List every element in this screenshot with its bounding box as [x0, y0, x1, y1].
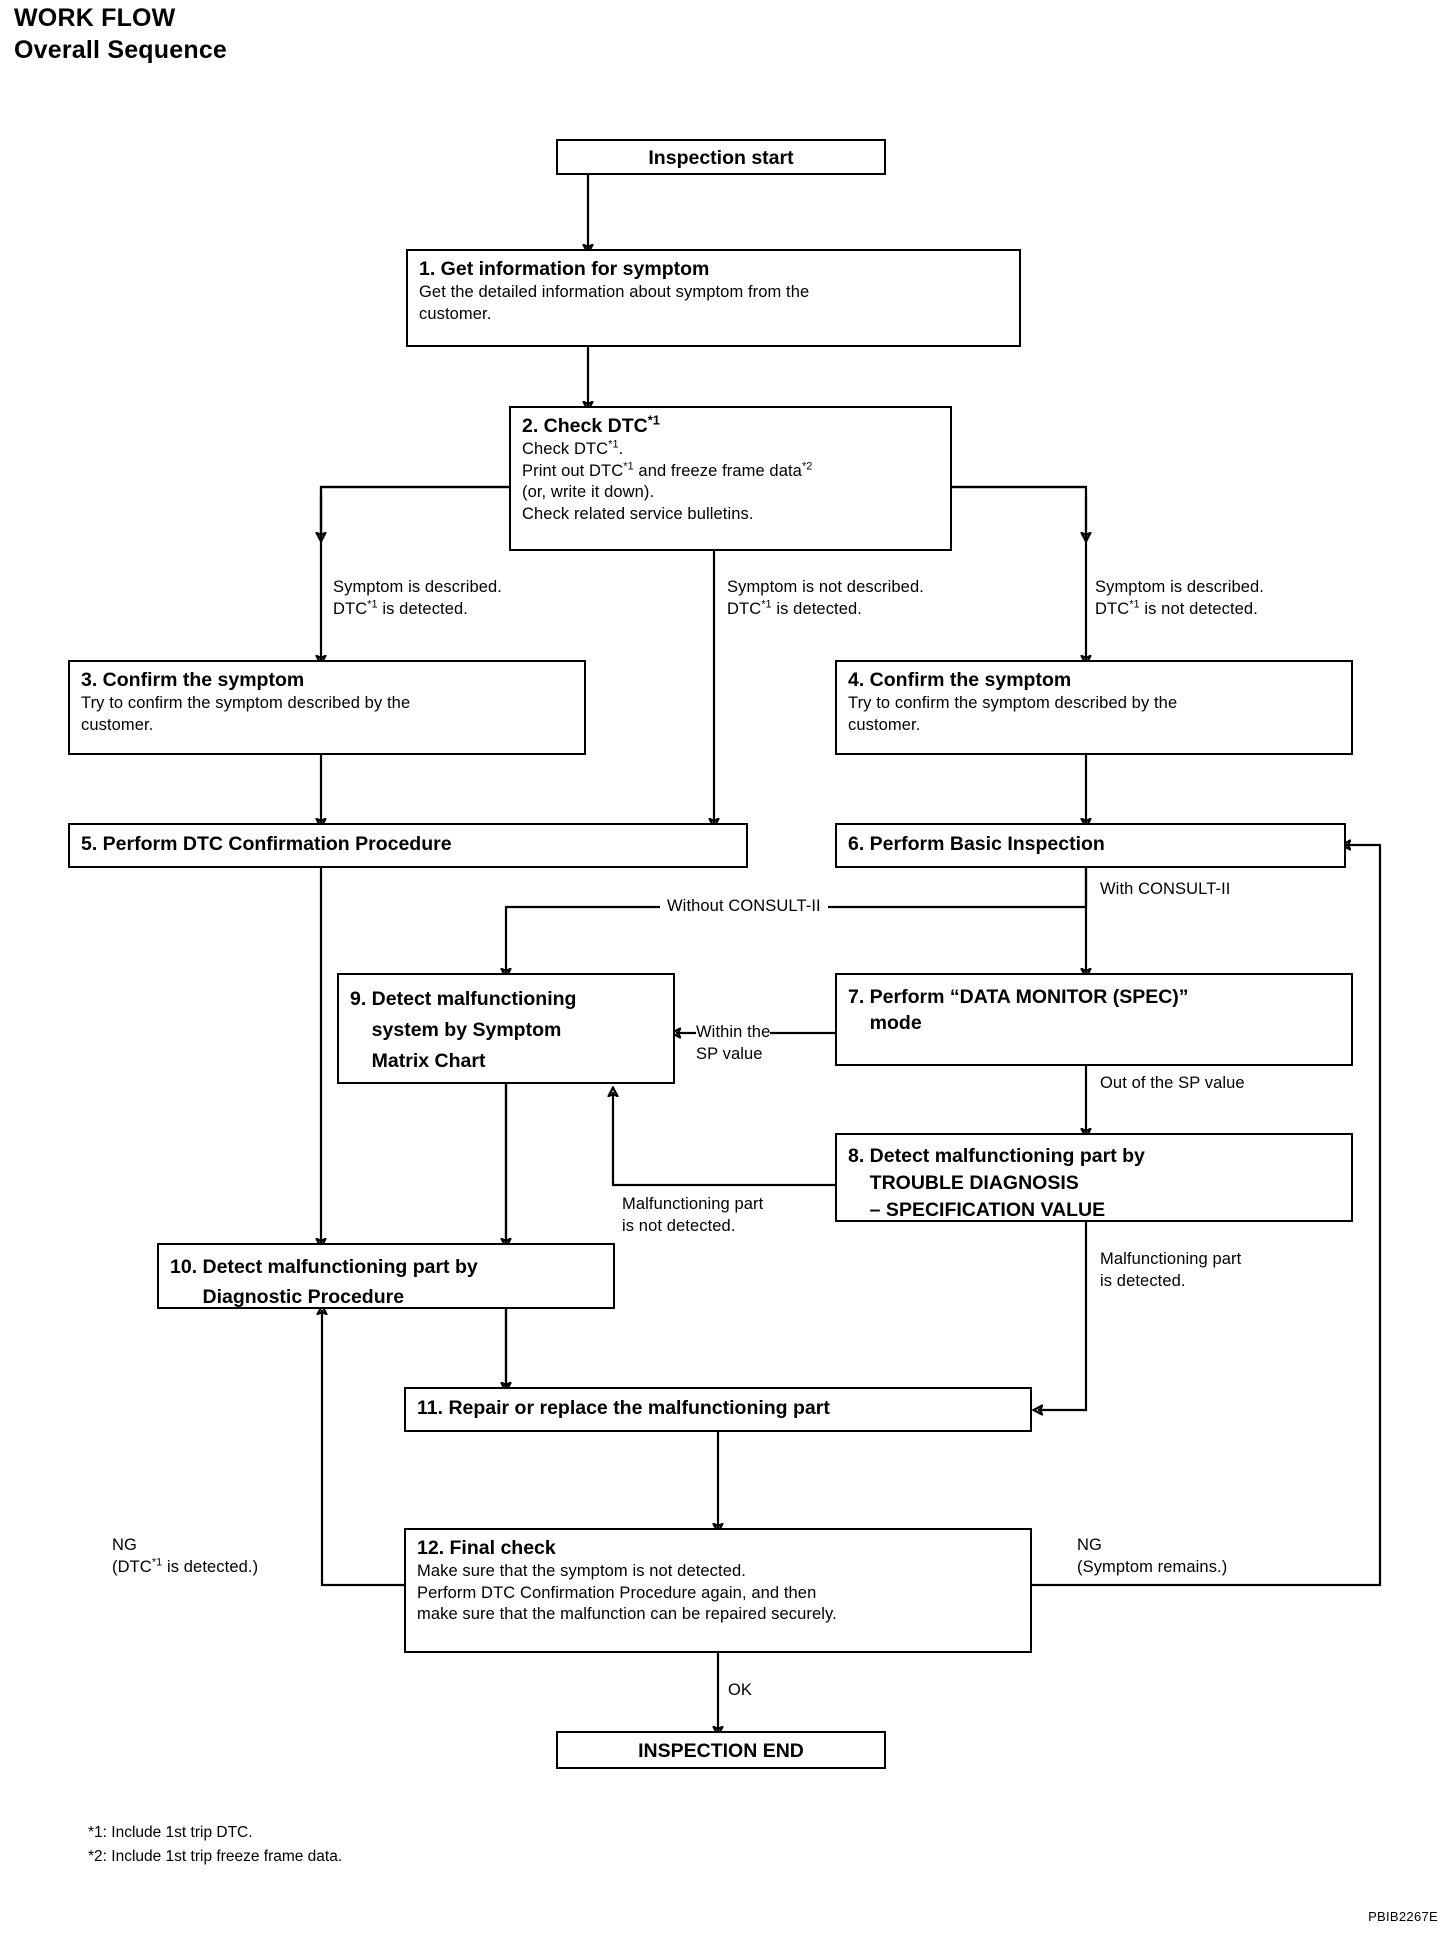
node-11-repair-or-replace[interactable]: 11. Repair or replace the malfunctioning…	[404, 1387, 1032, 1432]
node-3-confirm-symptom[interactable]: 3. Confirm the symptom Try to confirm th…	[68, 660, 586, 755]
edge-label-branch-right: Symptom is described. DTC*1 is not detec…	[1095, 577, 1264, 620]
node-title: 11. Repair or replace the malfunctioning…	[417, 1397, 830, 1419]
edge-label-branch-mid: Symptom is not described. DTC*1 is detec…	[727, 577, 924, 620]
node-12-final-check[interactable]: 12. Final check Make sure that the sympt…	[404, 1528, 1032, 1653]
footnote-1: *1: Include 1st trip DTC.	[88, 1824, 253, 1841]
node-5-dtc-confirmation-procedure[interactable]: 5. Perform DTC Confirmation Procedure	[68, 823, 748, 868]
node-title: 5. Perform DTC Confirmation Procedure	[81, 833, 452, 855]
node-body: Try to confirm the symptom described by …	[848, 694, 1178, 734]
node-inspection-end[interactable]: INSPECTION END	[556, 1731, 886, 1769]
node-1-get-information[interactable]: 1. Get information for symptom Get the d…	[406, 249, 1021, 347]
node-body: Try to confirm the symptom described by …	[81, 694, 411, 734]
edge-label-without-consult: Without CONSULT-II	[660, 896, 828, 918]
node-2-check-dtc[interactable]: 2. Check DTC*1 Check DTC*1. Print out DT…	[509, 406, 952, 551]
node-title: 8. Detect malfunctioning part by TROUBLE…	[848, 1145, 1145, 1221]
edge-label-ok: OK	[728, 1680, 753, 1702]
edge-label-with-consult: With CONSULT-II	[1100, 879, 1231, 901]
node-title: 6. Perform Basic Inspection	[848, 833, 1105, 855]
node-title: 10. Detect malfunctioning part by Diagno…	[170, 1256, 478, 1308]
node-body: Check DTC*1. Print out DTC*1 and freeze …	[522, 438, 813, 523]
node-title: 1. Get information for symptom	[419, 258, 710, 280]
node-inspection-start[interactable]: Inspection start	[556, 139, 886, 175]
node-6-basic-inspection[interactable]: 6. Perform Basic Inspection	[835, 823, 1346, 868]
node-title: Inspection start	[648, 147, 794, 169]
edge-label-branch-left: Symptom is described. DTC*1 is detected.	[333, 577, 502, 620]
node-title: 7. Perform “DATA MONITOR (SPEC)” mode	[848, 986, 1189, 1034]
edge-label-part-not-detected: Malfunctioning part is not detected.	[622, 1194, 764, 1237]
page-title: WORK FLOW	[14, 4, 176, 32]
node-title: INSPECTION END	[638, 1740, 804, 1762]
node-title: 2. Check DTC*1	[522, 412, 660, 437]
node-title: 3. Confirm the symptom	[81, 669, 305, 691]
node-body: Make sure that the symptom is not detect…	[417, 1562, 837, 1623]
node-9-symptom-matrix-chart[interactable]: 9. Detect malfunctioning system by Sympt…	[337, 973, 675, 1084]
node-title: 12. Final check	[417, 1537, 556, 1559]
figure-code: PBIB2267E	[1368, 1909, 1438, 1924]
node-4-confirm-symptom[interactable]: 4. Confirm the symptom Try to confirm th…	[835, 660, 1353, 755]
footnote-2: *2: Include 1st trip freeze frame data.	[88, 1848, 343, 1865]
node-7-data-monitor-spec[interactable]: 7. Perform “DATA MONITOR (SPEC)” mode	[835, 973, 1353, 1066]
edge-label-ng-right: NG (Symptom remains.)	[1077, 1535, 1228, 1578]
edge-label-part-detected: Malfunctioning part is detected.	[1100, 1249, 1242, 1292]
edge-label-within-sp-value: Within the SP value	[696, 1022, 771, 1065]
edge-label-out-of-sp-value: Out of the SP value	[1100, 1073, 1245, 1095]
edge-label-ng-left: NG (DTC*1 is detected.)	[112, 1535, 259, 1578]
node-8-trouble-diagnosis[interactable]: 8. Detect malfunctioning part by TROUBLE…	[835, 1133, 1353, 1222]
node-title: 4. Confirm the symptom	[848, 669, 1072, 691]
node-10-diagnostic-procedure[interactable]: 10. Detect malfunctioning part by Diagno…	[157, 1243, 615, 1309]
node-title: 9. Detect malfunctioning system by Sympt…	[350, 988, 577, 1072]
page-subtitle: Overall Sequence	[14, 36, 228, 64]
node-body: Get the detailed information about sympt…	[419, 283, 810, 323]
